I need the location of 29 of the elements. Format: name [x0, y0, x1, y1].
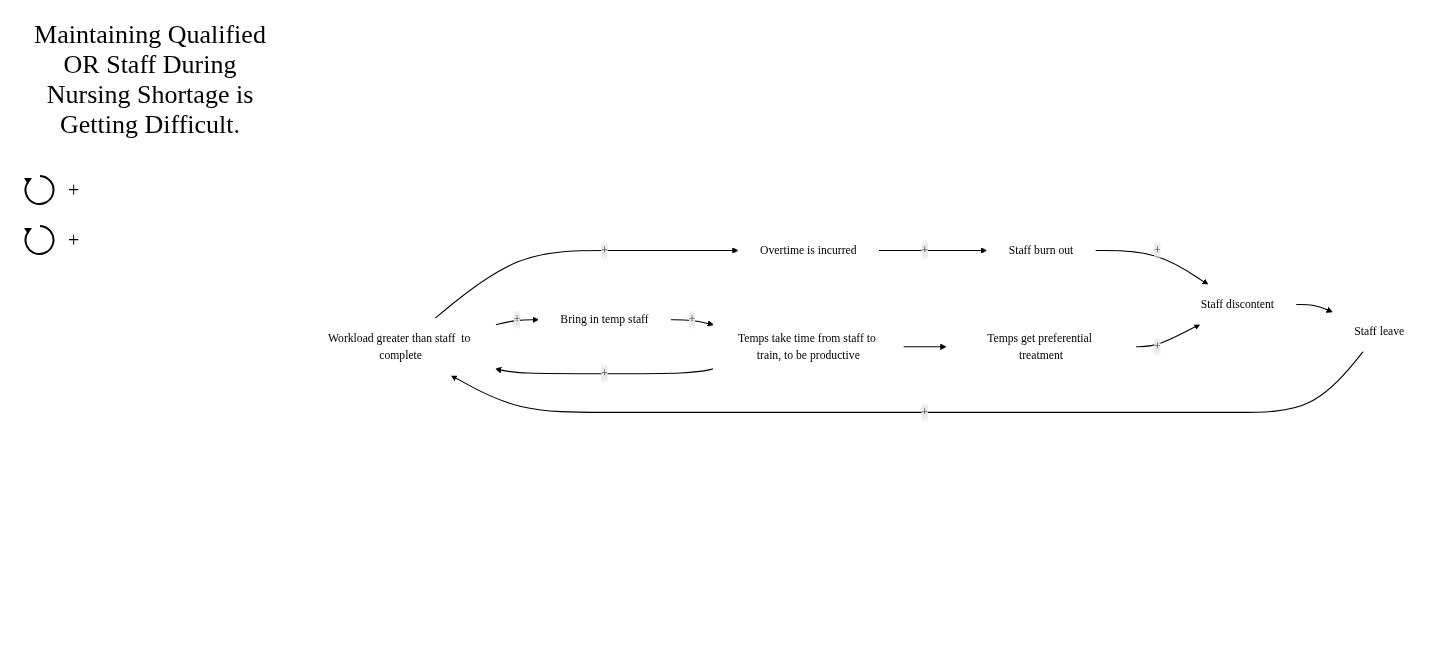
arrow — [1295, 303, 1333, 313]
arrow — [669, 318, 714, 327]
diagram-title: Maintaining Qualified OR Staff During Nursing Shortage is Getting Difficult. — [33, 20, 267, 140]
edge-label: + — [601, 366, 608, 380]
node-text: Staff burn out — [1008, 243, 1074, 256]
loop-polarity-sign: + — [68, 178, 80, 202]
edge-label: + — [921, 405, 928, 418]
node-text: Staff discontent — [1200, 297, 1275, 310]
node-text: Overtime is incurred — [760, 243, 857, 256]
node-text: Staff leave — [1354, 324, 1405, 337]
edge-label: + — [688, 312, 696, 326]
node-text: Temps get preferential treatment — [987, 330, 1092, 361]
edge-label: + — [921, 243, 928, 256]
arrow — [450, 350, 1364, 413]
edge-label: + — [1154, 339, 1161, 353]
arrow — [1094, 249, 1209, 285]
edge-label: + — [601, 243, 608, 256]
loop-polarity-sign: + — [68, 228, 80, 252]
arrow — [1135, 323, 1201, 347]
arrow — [494, 316, 539, 325]
arrow — [902, 343, 947, 350]
node-text: Temps take time from staff to train, to be productive — [737, 330, 876, 361]
arrow — [877, 246, 988, 254]
arrow — [495, 366, 715, 374]
node-text: Workload greater than staff to complete — [327, 330, 471, 361]
edge-label: + — [513, 312, 521, 326]
node-text: Bring in temp staff — [560, 312, 649, 326]
arrow — [434, 246, 739, 319]
edge-label: + — [1154, 243, 1161, 256]
